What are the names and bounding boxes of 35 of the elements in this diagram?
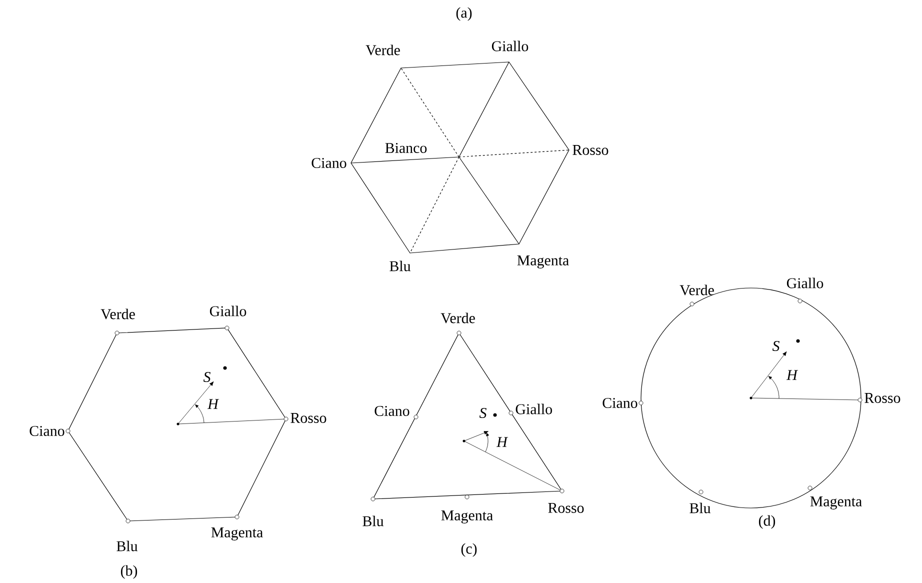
vertex-label: Verde xyxy=(680,284,714,296)
vertex-label: Blu xyxy=(362,516,384,526)
vertex-label: Giallo xyxy=(210,306,246,316)
vertex-label: Verde xyxy=(366,44,400,56)
panel-label: (d) xyxy=(758,515,776,529)
panel-label: (b) xyxy=(120,565,138,579)
panel-label: (c) xyxy=(461,543,477,557)
vertex-label: Blu xyxy=(390,260,411,272)
vector-label: S xyxy=(772,340,780,351)
vertex-label: Verde xyxy=(440,312,475,324)
vertex-label: Blu xyxy=(690,502,711,514)
vertex-label: Verde xyxy=(100,308,135,320)
vertex-label: Bianco xyxy=(385,142,427,153)
vertex-label: Giallo xyxy=(516,404,552,414)
vertex-label: Giallo xyxy=(786,278,824,288)
vector-label: H xyxy=(496,437,508,447)
vertex-label: Rosso xyxy=(572,145,608,155)
vertex-label: Rosso xyxy=(548,503,584,513)
vertex-label: Magenta xyxy=(211,528,263,540)
vertex-label: Blu xyxy=(116,540,138,552)
vertex-label: Ciano xyxy=(374,406,410,416)
vector-label: S xyxy=(479,408,486,418)
vertex-label: Magenta xyxy=(810,496,862,510)
vertex-label: Rosso xyxy=(864,393,900,403)
vertex-label: Ciano xyxy=(30,426,64,436)
vertex-label: Magenta xyxy=(517,256,569,268)
vertex-label: Giallo xyxy=(492,40,528,52)
vertex-label: Rosso xyxy=(290,413,326,423)
vertex-label: Ciano xyxy=(602,398,638,408)
vector-label: H xyxy=(207,399,220,409)
vertex-label: Magenta xyxy=(441,510,493,524)
vertex-label: Ciano xyxy=(312,158,346,168)
vector-label: S xyxy=(203,372,210,382)
vector-label: H xyxy=(786,370,798,380)
panel-label: (a) xyxy=(456,7,472,21)
